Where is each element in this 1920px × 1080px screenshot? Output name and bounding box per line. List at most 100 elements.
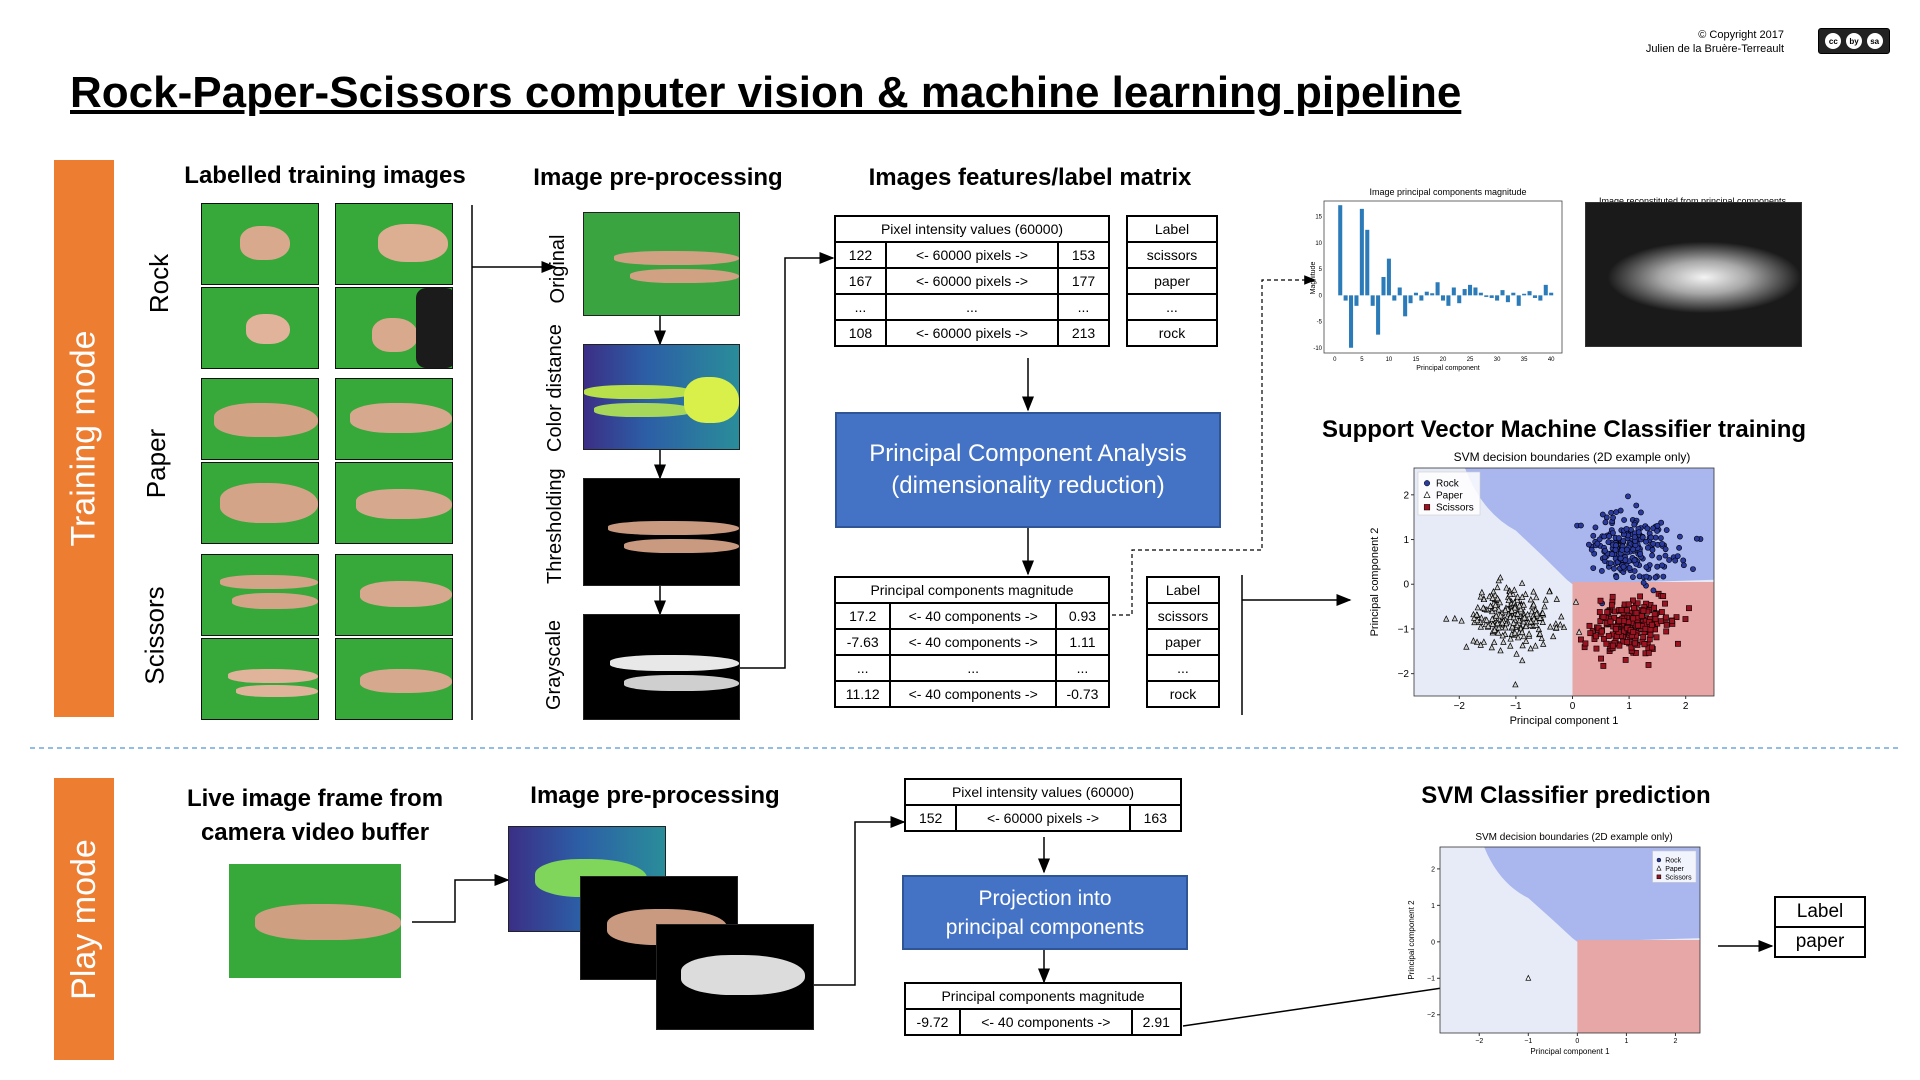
rock-point — [1650, 587, 1657, 594]
scissors-point — [1663, 621, 1670, 628]
scissors-point — [1649, 621, 1655, 628]
paper-point — [1491, 626, 1498, 633]
scissors-point — [1658, 618, 1665, 625]
scissors-point — [1604, 609, 1611, 616]
training-mode-label: Training mode — [64, 330, 103, 547]
paper-point — [1502, 606, 1509, 614]
paper-point — [1474, 603, 1481, 611]
cc-icon: cc — [1825, 33, 1842, 49]
training-image-paper — [201, 462, 319, 544]
cell: 153 — [1057, 241, 1110, 269]
projection-box-line1: Projection into — [978, 886, 1112, 910]
rock-point — [1652, 574, 1659, 581]
preprocessing-header: Image pre-processing — [533, 164, 783, 191]
bar — [1424, 291, 1429, 296]
rock-point — [1658, 519, 1665, 526]
scissors-point — [1609, 593, 1616, 600]
live-frame-header-line1: Live image frame from — [186, 785, 444, 812]
cell: scissors — [1146, 602, 1220, 630]
cell: 177 — [1057, 267, 1110, 295]
legend-paper-icon — [1656, 865, 1662, 871]
rock-point — [1637, 550, 1644, 557]
pc-label-table: Label scissors paper ... rock — [1146, 576, 1220, 708]
preprocess-thresholding-image — [583, 478, 740, 586]
rock-point — [1690, 566, 1696, 572]
bar — [1495, 295, 1500, 301]
bar — [1532, 295, 1537, 298]
bar — [1473, 287, 1478, 296]
scissors-point — [1593, 645, 1600, 652]
paper-point — [1471, 614, 1478, 621]
cell: -9.72 — [903, 1008, 962, 1036]
paper-point — [1558, 613, 1565, 620]
paper-point — [1463, 643, 1470, 650]
y-tick-label: −2 — [1398, 669, 1410, 680]
rock-point — [1640, 579, 1647, 586]
cell: 2.91 — [1130, 1008, 1183, 1036]
paper-point — [1507, 613, 1514, 620]
y-axis-label: Principal component 2 — [1369, 528, 1381, 637]
cell: paper — [1126, 267, 1218, 295]
legend-label: Paper — [1436, 491, 1463, 502]
scissors-point — [1632, 640, 1638, 647]
scissors-point — [1625, 601, 1632, 608]
paper-point — [1477, 593, 1484, 600]
rock-point — [1622, 557, 1629, 564]
paper-point — [1514, 610, 1521, 617]
plot-frame — [1413, 467, 1715, 697]
play-pixel-table-header: Pixel intensity values (60000) — [904, 778, 1182, 806]
y-tick-label: −2 — [1427, 1012, 1435, 1019]
bar — [1527, 291, 1532, 296]
rock-point — [1620, 538, 1627, 544]
rock-point — [1643, 573, 1650, 580]
scissors-point — [1630, 597, 1636, 604]
bar — [1451, 287, 1456, 296]
step-label-color-distance: Color distance — [544, 324, 566, 452]
scissors-point — [1618, 607, 1625, 613]
pca-box-line1: Principal Component Analysis — [869, 440, 1187, 467]
cell: 213 — [1057, 319, 1110, 347]
cell: 1.11 — [1054, 628, 1111, 656]
x-tick-label: 1 — [1626, 701, 1632, 712]
table-row: -7.63<- 40 components ->1.11 — [833, 628, 1111, 656]
paper-point — [1507, 642, 1514, 649]
bar — [1484, 295, 1489, 297]
bar — [1370, 295, 1375, 306]
x-tick-label: 5 — [1360, 357, 1364, 363]
cell: <- 60000 pixels -> — [884, 267, 1060, 295]
scissors-point — [1600, 663, 1607, 669]
x-axis-label: Principal component 1 — [1510, 715, 1619, 727]
scissors-point — [1641, 641, 1648, 648]
rock-point — [1676, 544, 1683, 551]
paper-point — [1494, 594, 1501, 602]
paper-point — [1480, 638, 1488, 645]
rock-point — [1672, 557, 1679, 564]
rock-point — [1602, 519, 1609, 526]
scissors-point — [1607, 618, 1614, 625]
training-image-rock — [201, 287, 319, 369]
scissors-point — [1605, 633, 1612, 639]
row-label-rock: Rock — [144, 253, 175, 314]
paper-point — [1540, 640, 1547, 647]
y-tick-label: 10 — [1315, 241, 1322, 247]
paper-point — [1493, 612, 1500, 619]
y-tick-label: 0 — [1431, 939, 1435, 946]
creative-commons-icon: cc by sa — [1818, 28, 1890, 54]
legend-rock-icon — [1656, 857, 1662, 863]
rock-point — [1680, 557, 1687, 564]
labelled-images-header: Labelled training images — [184, 162, 466, 189]
rock-point — [1590, 565, 1597, 571]
svm-training-chart: SVM decision boundaries (2D example only… — [1369, 450, 1715, 727]
training-image-scissors — [335, 638, 453, 720]
cell: <- 40 components -> — [889, 602, 1057, 630]
paper-point — [1575, 628, 1583, 635]
paper-point — [1522, 590, 1529, 597]
paper-point — [1536, 614, 1544, 621]
rock-point — [1674, 553, 1681, 560]
rock-point — [1677, 533, 1683, 540]
paper-point — [1514, 596, 1521, 603]
paper-point — [1525, 630, 1533, 637]
paper-point — [1497, 612, 1504, 619]
scissors-point — [1659, 609, 1665, 615]
cell: 0.93 — [1054, 602, 1111, 630]
